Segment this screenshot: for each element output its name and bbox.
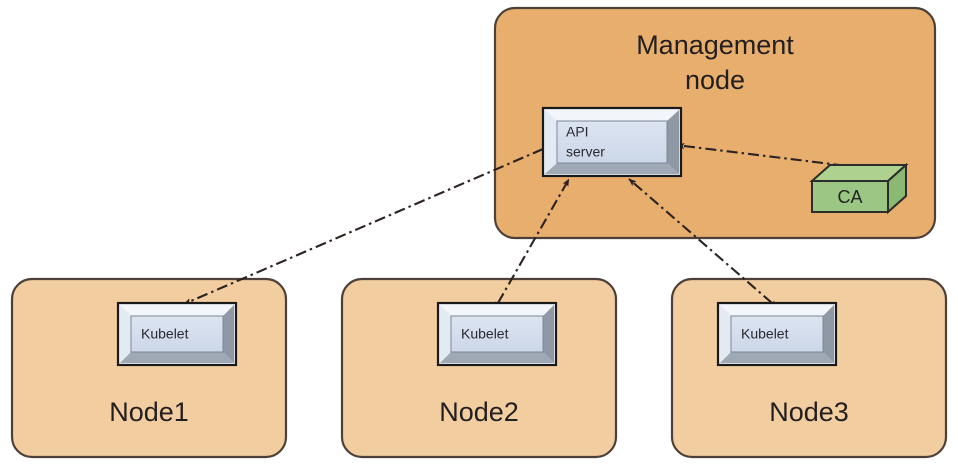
api-server-bevel-right [667, 110, 679, 174]
api-server-bevel-top [545, 110, 679, 121]
kubelet-node3-bevel-top [720, 305, 834, 316]
kubelet-node3-face[interactable] [730, 315, 824, 353]
ca-front-face[interactable] [811, 180, 889, 213]
kubelet-node1-bevel-left [120, 305, 131, 363]
node1-label: Node1 [109, 397, 189, 427]
kubelet-node1-bevel-right [223, 305, 234, 363]
api-server-face[interactable] [556, 120, 668, 164]
kubelet-node2-bevel-top [440, 305, 554, 316]
kubelet-node1-label: Kubelet [141, 326, 189, 342]
management-node-label-line1: Management [636, 30, 794, 60]
component-kubelet-node3[interactable]: Kubelet [716, 301, 838, 367]
component-api-server[interactable]: API server [541, 106, 683, 178]
kubelet-node1-bevel-bottom [120, 352, 234, 363]
node2-label: Node2 [439, 397, 519, 427]
node3-label: Node3 [769, 397, 849, 427]
connector-kubelet-node2-to-apiserver [494, 178, 570, 310]
ca-label: CA [837, 187, 862, 207]
kubelet-node3-bevel-bottom [720, 352, 834, 363]
kubelet-node1-face[interactable] [130, 315, 224, 353]
kubelet-node2-bevel-right [543, 305, 554, 363]
component-ca[interactable]: CA [809, 162, 909, 215]
connector-apiserver-to-kubelet-node1 [183, 148, 544, 305]
connector-kubelet-node3-to-apiserver [628, 178, 778, 308]
kubelet-node3-bevel-left [720, 305, 731, 363]
api-server-bevel-left [545, 110, 557, 174]
component-kubelet-node2[interactable]: Kubelet [436, 301, 558, 367]
api-server-label-line1: API [566, 124, 589, 140]
component-kubelet-node1[interactable]: Kubelet [116, 301, 238, 367]
api-server-label-line2: server [566, 144, 605, 160]
kubelet-node2-bevel-left [440, 305, 451, 363]
kubelet-node3-bevel-right [823, 305, 834, 363]
kubelet-node2-bevel-bottom [440, 352, 554, 363]
kubelet-node1-bevel-top [120, 305, 234, 316]
kubelet-node2-label: Kubelet [461, 326, 509, 342]
kubelet-node3-label: Kubelet [741, 326, 789, 342]
api-server-bevel-bottom [545, 163, 679, 174]
management-node-label-line2: node [685, 65, 745, 95]
kubelet-node2-face[interactable] [450, 315, 544, 353]
